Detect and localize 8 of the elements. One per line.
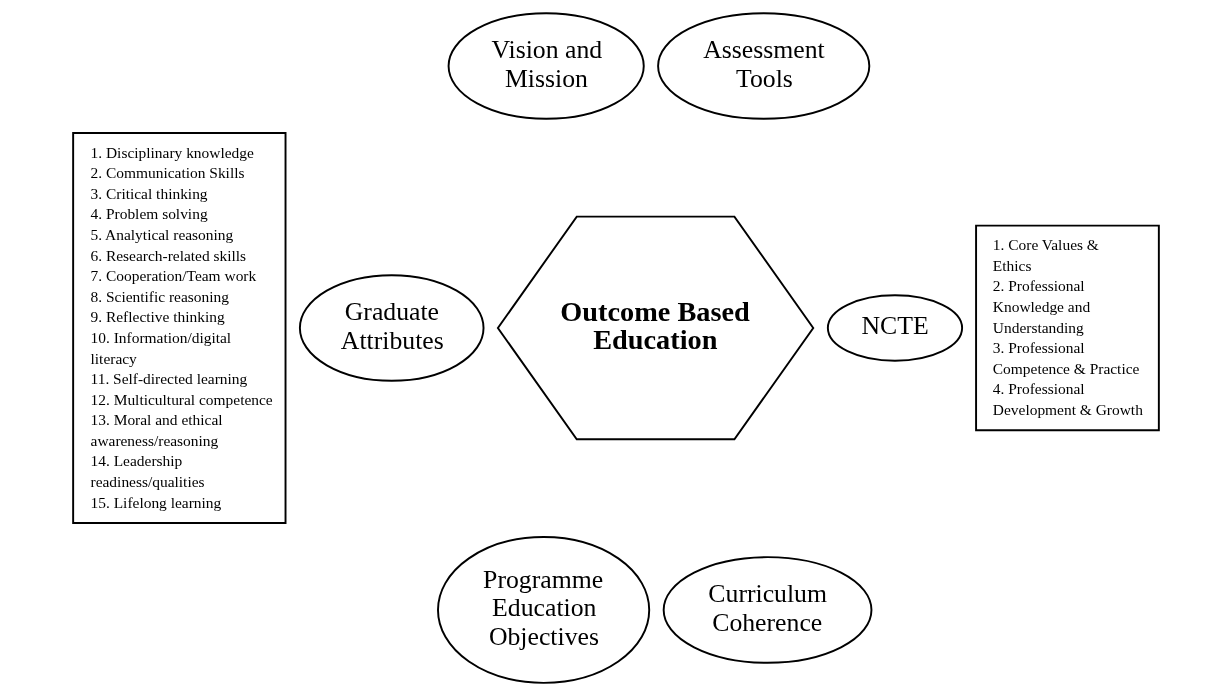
node-box: 1. Disciplinary knowledge 2. Communication Skills 3. Critical thinking 4. Problem solving 5. Analytical reasoning 6. Research-related skills 7. Cooperation/Team work 8. Scientific reasoning 9. Reflective thinking 10. Information/digital literacy 11. Self-directed learning 12. Multicultural competence 13. Moral and ethical awareness/reasoning 14. Leadership readiness/qualities 15. Lifelong learning — [71, 132, 286, 524]
node-ellipse: Assessment Tools — [656, 12, 870, 120]
node-ellipse: Graduate Attributes — [298, 274, 484, 382]
node-ellipse: Curriculum Coherence — [662, 556, 872, 664]
node-ellipse: Vision and Mission — [447, 12, 645, 120]
node-ellipse: Programme Education Objectives — [436, 536, 650, 684]
node-box: 1. Core Values & Ethics 2. Professional Knowledge and Understanding 3. Professional Competence & Practice 4. Professional Development & Growth — [974, 224, 1160, 432]
node-ellipse: NCTE — [826, 294, 963, 362]
